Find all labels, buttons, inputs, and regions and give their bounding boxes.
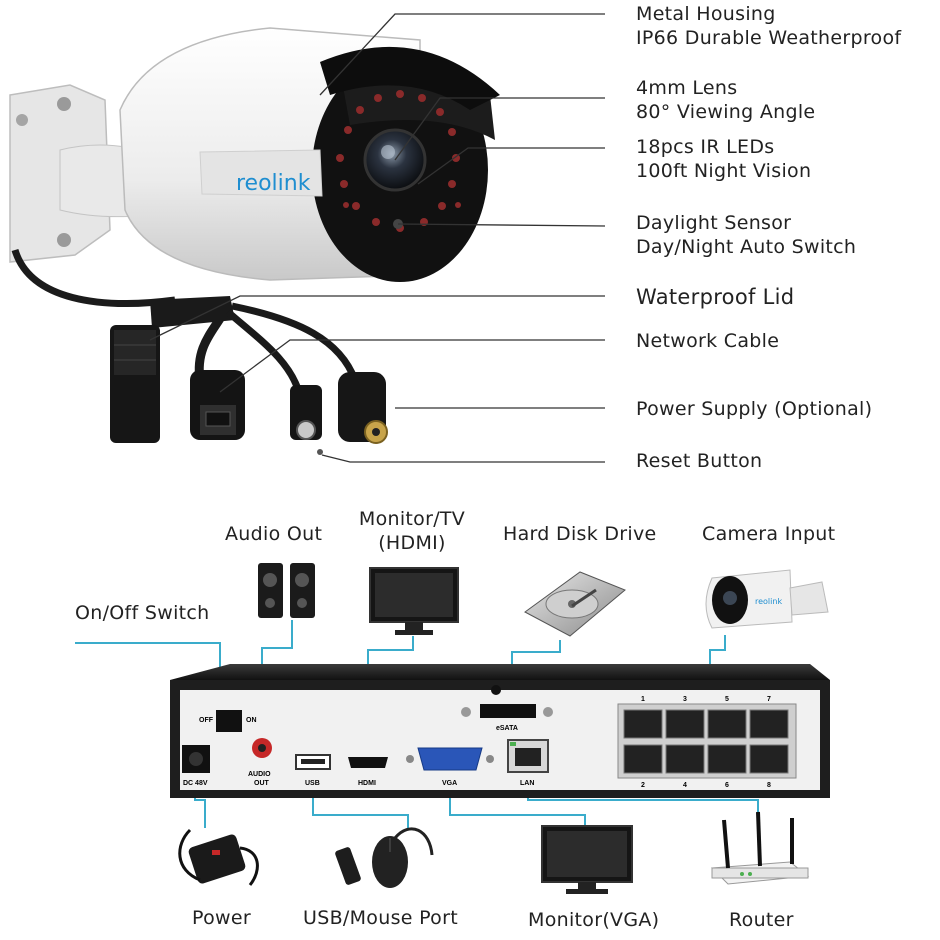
svg-text:4: 4	[683, 782, 687, 789]
label-usb-mouse-port: USB/Mouse Port	[303, 907, 458, 929]
svg-text:1: 1	[641, 696, 645, 703]
bullet-camera: reolink	[9, 27, 500, 307]
camera-input-icon: reolink	[705, 569, 829, 629]
hard-disk-drive	[524, 571, 626, 637]
label-camera-input: Camera Input	[702, 523, 836, 545]
svg-text:3: 3	[683, 696, 687, 703]
callout-lens: 4mm Lens 80° Viewing Angle	[636, 77, 816, 123]
audio-out-label: AUDIO	[248, 771, 271, 778]
mount-screw-icon	[57, 233, 71, 247]
audio-speakers	[258, 563, 315, 618]
esata-label: eSATA	[496, 725, 518, 732]
vga-label: VGA	[442, 780, 457, 787]
hdmi-port[interactable]	[348, 757, 388, 768]
nvr-recorder: DC 48V OFF ON AUDIO OUT USB HDMI VGA eSA…	[170, 664, 830, 798]
hdmi-monitor	[369, 567, 459, 635]
camera-callout-lines	[149, 13, 606, 463]
hdmi-label: HDMI	[358, 780, 376, 787]
callout-waterproof-lid: Waterproof Lid	[636, 285, 795, 309]
label-router: Router	[729, 909, 794, 931]
usb-mouse-icons	[335, 827, 434, 888]
reset-button-plug	[290, 385, 322, 440]
label-monitor-hdmi: Monitor/TV (HDMI)	[358, 508, 466, 554]
waterproof-lid	[110, 325, 160, 443]
camera-cable	[11, 248, 176, 307]
camera-cable-connectors	[110, 296, 388, 455]
network-cable-plug	[190, 370, 245, 440]
vga-port[interactable]	[417, 747, 483, 771]
label-hard-disk-drive: Hard Disk Drive	[503, 523, 657, 545]
label-power: Power	[192, 907, 251, 929]
power-switch[interactable]	[216, 710, 242, 732]
audio-out-label-2: OUT	[254, 780, 270, 787]
on-label: ON	[246, 717, 257, 724]
lan-label: LAN	[520, 780, 534, 787]
label-on-off-switch: On/Off Switch	[75, 602, 210, 624]
svg-text:6: 6	[725, 782, 729, 789]
poe-ports[interactable]	[623, 709, 789, 774]
off-label: OFF	[199, 717, 214, 724]
power-adapter	[178, 828, 259, 886]
poe-port-numbers: 1 3 5 7 2 4 6 8	[641, 696, 771, 789]
router-icon	[710, 811, 810, 885]
svg-text:5: 5	[725, 696, 729, 703]
mount-screw-icon	[57, 97, 71, 111]
dc-label: DC 48V	[183, 780, 208, 787]
usb-label: USB	[305, 780, 320, 787]
svg-text:2: 2	[641, 782, 645, 789]
svg-text:8: 8	[767, 782, 771, 789]
callout-daylight-sensor: Daylight Sensor Day/Night Auto Switch	[636, 212, 857, 258]
brand-logo: reolink	[236, 171, 311, 196]
callout-ir-leds: 18pcs IR LEDs 100ft Night Vision	[636, 136, 812, 182]
callout-power-supply: Power Supply (Optional)	[636, 398, 873, 420]
label-monitor-vga: Monitor(VGA)	[528, 909, 660, 931]
callout-metal-housing: Metal Housing IP66 Durable Weatherproof	[636, 3, 902, 49]
ir-led-ring	[336, 90, 461, 232]
vga-monitor	[541, 825, 633, 894]
callout-reset-button: Reset Button	[636, 450, 763, 472]
svg-text:7: 7	[767, 696, 771, 703]
label-audio-out: Audio Out	[225, 523, 323, 545]
svg-text:reolink: reolink	[755, 597, 782, 606]
mount-screw-icon	[16, 114, 28, 126]
esata-port[interactable]	[480, 704, 536, 718]
power-supply-plug	[338, 372, 388, 444]
callout-network-cable: Network Cable	[636, 330, 780, 352]
